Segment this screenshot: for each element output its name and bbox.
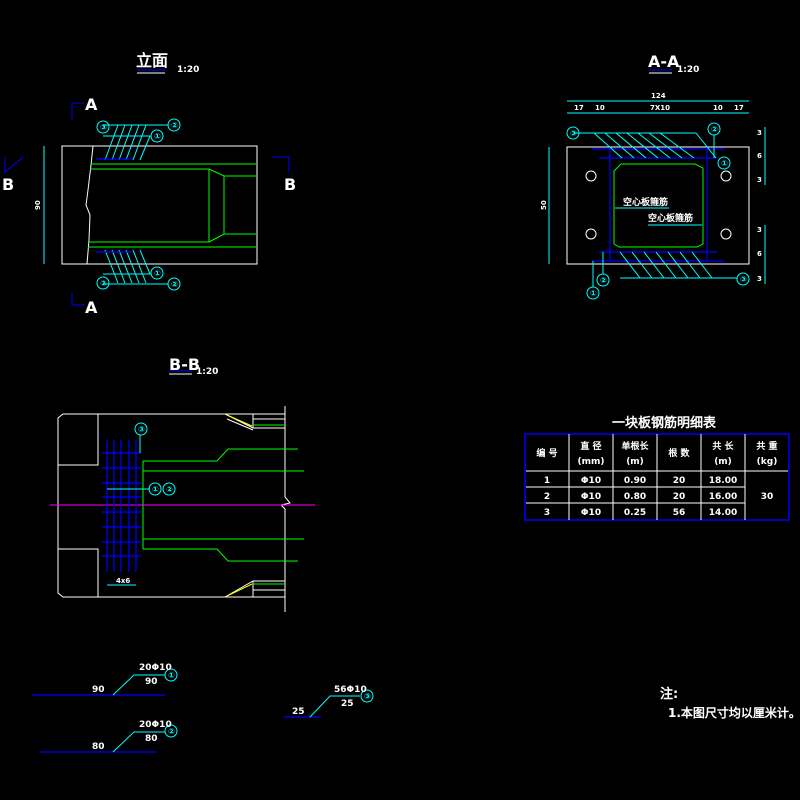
callout-2: ② [168, 727, 175, 736]
elevation-view: 立面 1:20 90 A A B B ③ ② ① ① ③ ② [2, 51, 296, 317]
aa-height-dim: 50 [540, 200, 548, 210]
aa-width: 17 [734, 104, 744, 112]
callout-2: ② [166, 485, 173, 494]
callout-1: ① [168, 671, 175, 680]
aa-width: 7X10 [650, 104, 670, 112]
bar-length: 90 [92, 685, 105, 695]
aa-title: A-A [648, 52, 680, 71]
elevation-scale: 1:20 [177, 65, 199, 75]
callout-3: ③ [100, 279, 107, 288]
bar-length: 80 [92, 742, 105, 752]
table-header-unit: (mm) [578, 457, 605, 467]
table-cell: 3 [544, 508, 550, 518]
bar-sub: 80 [145, 734, 158, 744]
table-cell: Φ10 [581, 508, 601, 518]
section-mark-b-left: B [2, 175, 14, 194]
table-total-weight: 30 [761, 492, 774, 502]
callout-3: ③ [570, 129, 577, 138]
table-cell: 56 [673, 508, 686, 518]
aa-total-width: 124 [651, 92, 666, 100]
elevation-title: 立面 [136, 51, 168, 70]
table-header: 直 径 [580, 440, 601, 452]
bar-sub: 25 [341, 699, 354, 709]
hollow-core [613, 163, 704, 248]
table-cell: Φ10 [581, 492, 601, 502]
table-header-unit: (m) [714, 457, 732, 467]
aa-right-dim: 3 [757, 226, 762, 234]
notes-title: 注: [660, 686, 678, 702]
aa-width: 10 [713, 104, 723, 112]
bar-spec: 56Φ10 [334, 685, 367, 695]
note-item: 1.本图尺寸均以厘米计。 [668, 705, 800, 720]
notes: 注: 1.本图尺寸均以厘米计。 [660, 686, 800, 720]
rebar-grid [102, 440, 141, 572]
section-mark-a-top: A [85, 95, 98, 114]
callout-1: ① [590, 289, 597, 298]
aa-right-dim: 3 [757, 176, 762, 184]
callout-1: ① [154, 132, 161, 141]
aa-width: 10 [595, 104, 605, 112]
table-header: 单根长 [621, 440, 649, 452]
table-header: 编 号 [536, 447, 557, 459]
bar-length: 25 [292, 707, 305, 717]
aa-right-dim: 3 [757, 129, 762, 137]
stirrup-label: 空心板箍筋 [648, 212, 693, 224]
elevation-height-dim: 90 [34, 200, 42, 210]
section-aa-view: A-A 1:20 124 17 10 7X10 10 17 50 3 6 3 3… [540, 52, 766, 300]
callout-2: ② [711, 125, 718, 134]
slab-outline [61, 145, 258, 265]
table-title: 一块板钢筋明细表 [612, 415, 717, 431]
table-cell: 14.00 [709, 508, 737, 518]
aa-right-dim: 3 [757, 275, 762, 283]
table-header: 共 长 [712, 440, 734, 452]
bb-title: B-B [169, 355, 200, 374]
table-cell: 2 [544, 492, 550, 502]
callout-2: ② [171, 121, 178, 130]
table-cell: 0.90 [624, 476, 646, 486]
table-cell: 1 [544, 476, 550, 486]
bb-spacing: 4x6 [116, 577, 130, 585]
callout-1: ① [152, 485, 159, 494]
aa-right-dim: 6 [757, 250, 762, 258]
table-cell: 20 [673, 476, 686, 486]
section-bb-view: B-B 1:20 ① ② ③ 4x6 [50, 355, 315, 612]
break-line [85, 145, 94, 265]
table-cell: 18.00 [709, 476, 737, 486]
section-mark-a-bottom: A [85, 298, 98, 317]
aa-scale: 1:20 [677, 65, 699, 75]
aa-right-dim: 6 [757, 152, 762, 160]
bar-spec: 20Φ10 [139, 720, 172, 730]
aa-width: 17 [574, 104, 584, 112]
bar-shapes: 90 20Φ10 90 ① 80 20Φ10 80 ② 25 56Φ10 25 … [32, 663, 374, 753]
table-cell: Φ10 [581, 476, 601, 486]
rebar-schedule-table: 一块板钢筋明细表 编 号 直 径 (mm) 单根长 (m) 根 数 共 长 (m) 共 重 (kg… [524, 415, 790, 521]
bb-scale: 1:20 [196, 367, 218, 377]
callout-1: ① [154, 269, 161, 278]
callout-1: ① [721, 159, 728, 168]
table-header: 共 重 [756, 440, 777, 452]
bar-sub: 90 [145, 677, 158, 687]
callout-2: ② [171, 280, 178, 289]
callout-3: ③ [364, 692, 371, 701]
callout-2: ② [600, 276, 607, 285]
table-header-unit: (kg) [757, 457, 778, 467]
table-header: 根 数 [668, 447, 690, 459]
table-header-unit: (m) [626, 457, 644, 467]
aa-outline [566, 146, 750, 265]
table-cell: 16.00 [709, 492, 737, 502]
callout-3: ③ [740, 275, 747, 284]
stirrup-label: 空心板箍筋 [623, 196, 668, 208]
table-cell: 0.80 [624, 492, 646, 502]
table-cell: 0.25 [624, 508, 646, 518]
callout-3: ③ [138, 425, 145, 434]
table-cell: 20 [673, 492, 686, 502]
section-mark-b-right: B [284, 175, 296, 194]
callout-3: ③ [100, 123, 107, 132]
bar-spec: 20Φ10 [139, 663, 172, 673]
